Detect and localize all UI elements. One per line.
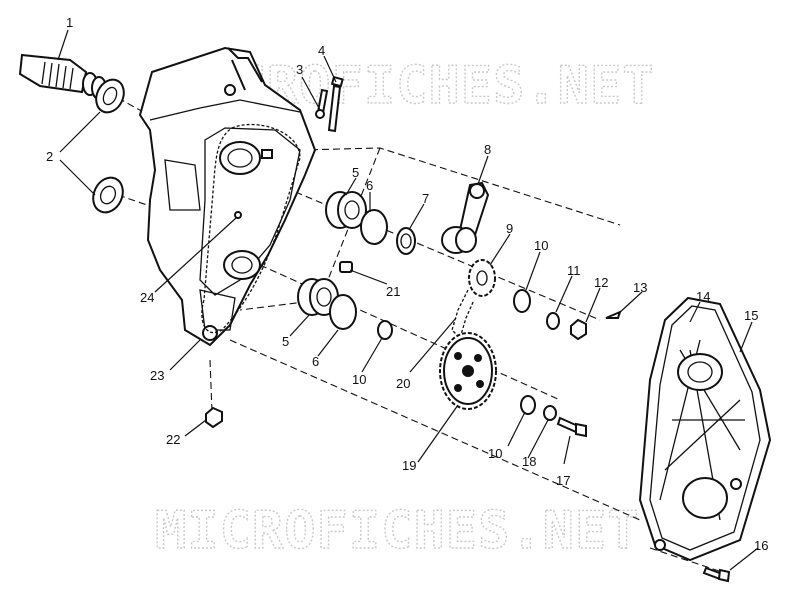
callout-14: 14	[696, 289, 710, 304]
drain-plug	[205, 406, 223, 429]
washer-middle	[377, 320, 393, 340]
washer-upper	[513, 289, 531, 313]
callout-10-middle: 10	[352, 372, 366, 387]
callout-5-upper: 5	[352, 165, 359, 180]
dowel-pin	[234, 211, 242, 219]
callout-15: 15	[744, 308, 758, 323]
callout-22: 22	[166, 432, 180, 447]
seal-upper	[95, 78, 125, 114]
callout-8: 8	[484, 142, 491, 157]
callout-11: 11	[567, 263, 581, 278]
callout-13: 13	[633, 280, 647, 295]
callout-4: 4	[318, 43, 325, 58]
bolt-3	[315, 88, 329, 119]
callout-6-lower: 6	[312, 354, 319, 369]
callout-1: 1	[66, 15, 73, 30]
seal-lower	[92, 176, 124, 214]
cotter-pin	[605, 310, 622, 319]
callout-labels: 1 2 3 4 5 6 7 8 9 10 11 12 13 14 15 16 1…	[46, 15, 768, 553]
callout-18: 18	[522, 454, 536, 469]
lower-sprocket	[439, 332, 497, 410]
chain-segment	[451, 289, 475, 340]
callout-7: 7	[422, 191, 429, 206]
o-ring-upper	[360, 209, 388, 245]
bushing	[339, 261, 353, 273]
seal-7	[396, 227, 416, 255]
callout-10-upper: 10	[534, 238, 548, 253]
washer-11	[546, 312, 560, 330]
callout-24: 24	[140, 290, 154, 305]
callout-2: 2	[46, 149, 53, 164]
callout-16: 16	[754, 538, 768, 553]
callout-21: 21	[386, 284, 400, 299]
cover-bolt	[702, 566, 731, 583]
callout-leaders	[57, 29, 759, 571]
callout-9: 9	[506, 221, 513, 236]
callout-23: 23	[150, 368, 164, 383]
callout-17: 17	[556, 473, 570, 488]
bolt-17	[556, 416, 587, 438]
input-shaft	[18, 53, 107, 100]
chaincase-cover	[638, 296, 772, 562]
washer-lower	[520, 395, 536, 415]
watermark-bottom: MICROFICHES.NET	[155, 501, 640, 561]
callout-20: 20	[396, 376, 410, 391]
callout-6-upper: 6	[366, 178, 373, 193]
castle-nut	[570, 318, 587, 341]
callout-5-lower: 5	[282, 334, 289, 349]
bearing-upper	[325, 191, 367, 229]
drive-chain	[201, 123, 301, 334]
assembly-axis-lines	[117, 97, 723, 573]
callout-19: 19	[402, 458, 416, 473]
chaincase-housing	[138, 46, 317, 347]
lock-washer	[543, 405, 557, 421]
o-ring-lower	[329, 294, 357, 330]
callout-10-lower: 10	[488, 446, 502, 461]
callout-12: 12	[594, 275, 608, 290]
upper-sprocket	[468, 259, 496, 297]
callout-3: 3	[296, 62, 303, 77]
chain-tensioner	[441, 181, 490, 254]
